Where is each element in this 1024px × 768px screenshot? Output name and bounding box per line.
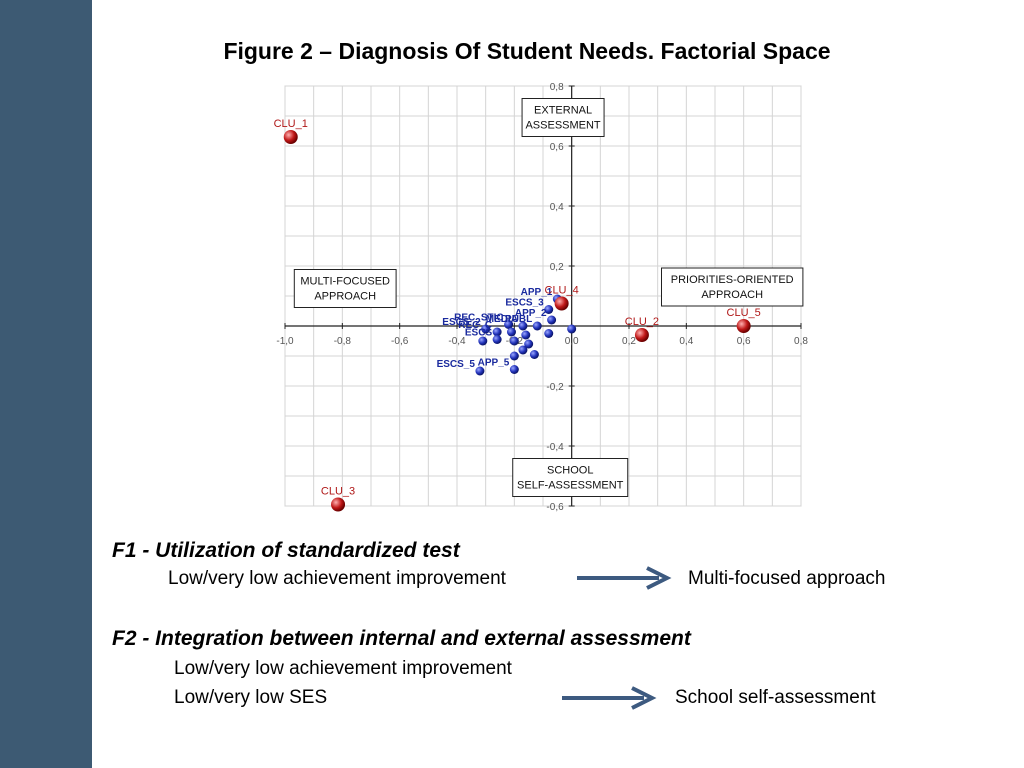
cluster-label: CLU_5 <box>727 307 761 319</box>
cluster-point <box>331 497 346 512</box>
region-box-label: SCHOOL <box>547 465 593 477</box>
variable-label: ESCS_2 <box>442 317 481 328</box>
region-box <box>661 267 804 307</box>
region-box-label: APPROACH <box>314 291 376 303</box>
cluster-point <box>736 319 751 333</box>
y-tick-label: -0,2 <box>546 382 564 393</box>
variable-point <box>478 336 488 346</box>
figure-title: Figure 2 – Diagnosis Of Student Needs. F… <box>223 38 831 64</box>
variable-point <box>518 321 528 331</box>
variable-point <box>532 321 542 331</box>
variable-point <box>492 327 502 337</box>
f1-right-text: Multi-focused approach <box>688 568 886 589</box>
f1-arrow-icon <box>577 566 672 590</box>
variable-label: REC_C <box>458 320 492 331</box>
variable-point <box>504 320 514 329</box>
f2-line2-text: Low/very low SES <box>174 687 328 708</box>
f2-heading: F2 - Integration between internal and ex… <box>112 627 691 650</box>
sidebar-band <box>0 0 92 768</box>
region-box <box>521 98 605 137</box>
variable-point <box>492 335 502 344</box>
region-box-label: APPROACH <box>701 289 763 301</box>
region-box <box>293 269 397 308</box>
variable-label: ESCS_3 <box>505 298 544 309</box>
variable-point <box>544 305 554 314</box>
cluster-point <box>283 130 298 144</box>
variable-point <box>509 336 519 346</box>
f1-heading: F1 - Utilization of standardized test <box>112 539 460 562</box>
variable-point <box>481 324 491 334</box>
variable-point <box>475 366 485 376</box>
region-box-label: MULTI-FOCUSED <box>300 276 390 288</box>
cluster-point <box>554 296 569 311</box>
region-box-label: SELF-ASSESSMENT <box>517 480 624 492</box>
x-tick-label: -0,8 <box>334 336 352 347</box>
f2-line1-text: Low/very low achievement improvement <box>174 658 512 679</box>
f2-right-text: School self-assessment <box>675 687 876 708</box>
variable-label: APP_2 <box>515 308 547 319</box>
variable-label: REC_STIC <box>454 313 503 324</box>
cluster-label: CLU_3 <box>321 486 355 498</box>
x-tick-label: -0,4 <box>448 336 466 347</box>
variable-point <box>521 330 531 340</box>
variable-label: PUBL <box>505 314 532 325</box>
y-tick-label: -0,4 <box>546 442 564 453</box>
factorial-space-chart: -1,0 -0,8 -0,6 -0,4 -0,2 0,0 0,2 0,4 0,6 0,8 0,8 0,… <box>268 78 813 518</box>
variable-point <box>506 327 516 337</box>
y-tick-label: 0,4 <box>550 202 564 213</box>
x-tick-label: -1,0 <box>276 336 294 347</box>
scatter-svg: -1,0 -0,8 -0,6 -0,4 -0,2 0,0 0,2 0,4 0,6 0,8 0,8 0,… <box>274 82 809 513</box>
x-tick-label: 0,8 <box>794 336 808 347</box>
cluster-label: CLU_4 <box>545 285 579 297</box>
x-tick-label: 0,0 <box>565 336 579 347</box>
variable-label: APP_5 <box>478 358 510 369</box>
x-tick-label: 0,4 <box>679 336 693 347</box>
variable-point <box>509 351 519 361</box>
x-tick-label: -0,6 <box>391 336 409 347</box>
variable-point <box>544 329 554 338</box>
region-box-label: EXTERNAL <box>534 105 592 117</box>
variable-label: APP_1 <box>521 287 553 298</box>
f1-left-text: Low/very low achievement improvement <box>168 568 506 589</box>
region-box-label: PRIORITIES-ORIENTED <box>671 274 794 286</box>
variable-point <box>547 315 557 325</box>
x-tick-label: 0,6 <box>737 336 751 347</box>
y-tick-label: 0,8 <box>550 82 564 93</box>
variable-point <box>518 345 528 355</box>
x-tick-label: 0,2 <box>622 336 636 347</box>
variable-point <box>524 339 534 349</box>
variable-point <box>567 324 577 334</box>
cluster-label: CLU_1 <box>274 118 308 130</box>
variable-point <box>529 350 539 359</box>
cluster-label: CLU_2 <box>625 316 659 328</box>
variable-label: MEDIA <box>486 314 518 325</box>
y-tick-label: -0,6 <box>546 502 564 513</box>
region-box-label: ASSESSMENT <box>525 120 600 132</box>
variable-point <box>509 365 519 374</box>
variable-label: ESCS <box>465 328 493 339</box>
cluster-point <box>634 328 649 342</box>
f2-arrow-icon <box>562 686 657 710</box>
y-tick-label: 0,6 <box>550 142 564 153</box>
variable-label: ESCS_5 <box>437 359 476 370</box>
y-tick-label: 0,2 <box>550 262 564 273</box>
region-box <box>512 458 629 497</box>
